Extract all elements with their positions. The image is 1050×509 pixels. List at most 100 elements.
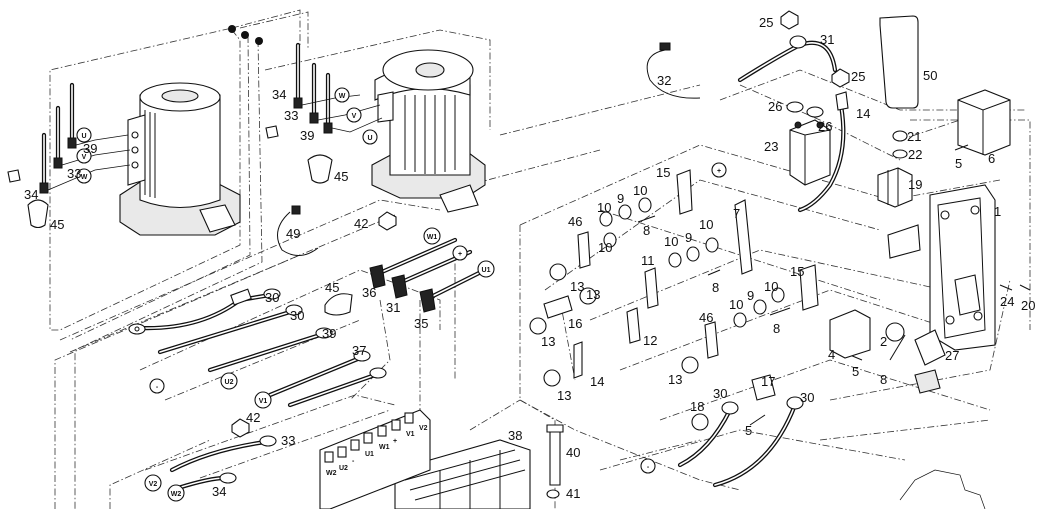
callout-19: 19 [908,177,922,192]
callout-40: 40 [566,445,580,460]
controller-38 [394,439,531,509]
terminal-minus: - [156,384,159,391]
callout-14: 14 [856,106,870,121]
callout-18: 18 [690,399,704,414]
callout-41: 41 [566,486,580,501]
callout-34: 34 [212,484,226,499]
callout-34: 34 [24,187,38,202]
callout-22: 22 [908,147,922,162]
callout-13: 13 [557,388,571,403]
callout-30: 30 [290,308,304,323]
callout-17: 17 [761,374,775,389]
callout-10: 10 [597,200,611,215]
cable-tie-32 [646,49,701,99]
washers [529,197,905,499]
callout-30: 30 [713,386,727,401]
callout-45: 45 [334,169,348,184]
callout-25: 25 [759,15,773,30]
conn-label-w1: W1 [379,444,390,451]
cover-6 [957,89,1011,156]
chassis-sketch [899,469,986,509]
callout-13: 13 [541,334,555,349]
callout-14: 14 [590,374,604,389]
callout-37: 37 [352,343,366,358]
callout-36: 36 [362,285,376,300]
callout-13: 13 [570,279,584,294]
screws [546,144,1031,486]
callout-20: 20 [1021,298,1035,313]
callout-8: 8 [712,280,719,295]
conn-label-u2: U2 [339,465,348,472]
callout-33: 33 [281,433,295,448]
callout-15: 15 [790,264,804,279]
callout-30: 30 [265,290,279,305]
harness-wires [137,40,846,491]
conn-label-plus: + [393,438,397,445]
conn-label-w2: W2 [326,470,337,477]
callout-11: 11 [641,253,655,268]
cable-tie-head-32 [659,42,671,51]
contactor-23 [789,119,831,186]
callout-21: 21 [907,129,921,144]
conn-label-v2: V2 [419,425,428,432]
fuse-assemblies [543,169,819,379]
callout-25: 25 [851,69,865,84]
callout-23: 23 [764,139,778,154]
callout-34: 34 [272,87,286,102]
callout-38: 38 [508,428,522,443]
callout-6: 6 [988,151,995,166]
terminal-plus-right: + [717,168,721,175]
callout-1: 1 [994,204,1001,219]
callout-8: 8 [643,223,650,238]
callout-8: 8 [773,321,780,336]
callout-4: 4 [828,347,835,362]
terminal-v1: V1 [259,398,268,405]
callout-10: 10 [598,240,612,255]
callout-5: 5 [745,423,752,438]
terminal-v2: V2 [149,481,158,488]
cable-tie-head-49 [291,205,301,215]
callout-39: 39 [322,326,336,341]
center-motor [371,49,486,213]
terminal-v-center: V [352,113,357,120]
left-motor-leads [7,82,131,229]
connector-strip: W2 U2 - U1 W1 + V1 V2 [319,409,431,509]
callout-30: 30 [800,390,814,405]
callout-16: 16 [568,316,582,331]
callout-7: 7 [733,206,740,221]
callout-45: 45 [325,280,339,295]
callout-12: 12 [643,333,657,348]
callout-27: 27 [945,348,959,363]
callout-35: 35 [414,316,428,331]
terminal-blocks [751,309,946,401]
callout-24: 24 [1000,294,1014,309]
mounting-plate-1 [887,184,996,351]
callout-49: 49 [286,226,300,241]
callout-10: 10 [764,279,778,294]
terminal-w1: W1 [427,234,438,241]
callout-42: 42 [354,216,368,231]
callout-50: 50 [923,68,937,83]
gasket-50 [879,15,919,109]
terminal-minus-right: - [647,464,650,471]
callout-33: 33 [284,108,298,123]
conn-label-u1: U1 [365,451,374,458]
callout-13: 13 [668,372,682,387]
left-motor [119,82,241,236]
callout-8: 8 [880,372,887,387]
terminal-u2: U2 [225,379,234,386]
callout-31: 31 [386,300,400,315]
callout-9: 9 [617,191,624,206]
conn-label-minus: - [352,458,355,465]
terminal-u1: U1 [482,267,491,274]
fuse-holder-19 [877,167,913,208]
callout-10: 10 [664,234,678,249]
callout-5: 5 [955,156,962,171]
callout-31: 31 [820,32,834,47]
terminal-w-center: W [339,93,346,100]
callout-9: 9 [747,288,754,303]
junction-dots [228,25,263,45]
terminal-v-left: V [82,154,87,161]
callout-10: 10 [729,297,743,312]
